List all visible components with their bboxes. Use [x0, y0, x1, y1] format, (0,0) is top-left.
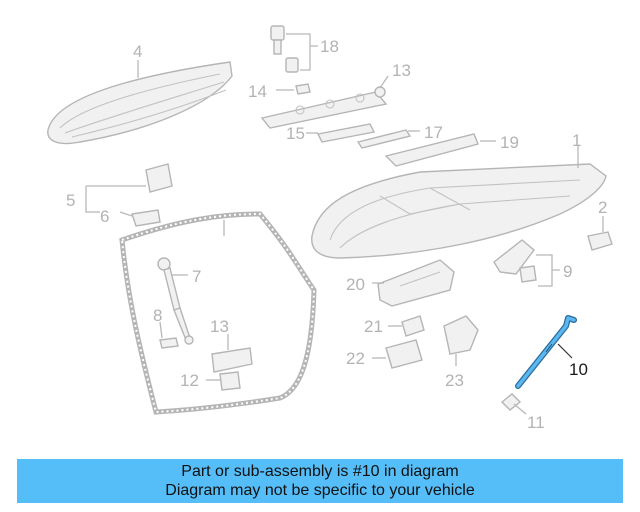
part-18-strip[interactable] [384, 133, 479, 167]
callout-18: 19 [500, 133, 519, 152]
callout-15: 15 [286, 124, 305, 143]
callout-5: 5 [66, 191, 75, 210]
part-17-plate[interactable] [356, 129, 412, 149]
callout-1: 1 [572, 131, 581, 150]
banner-line-1: Part or sub-assembly is #10 in diagram [181, 463, 459, 480]
callout-9: 9 [563, 262, 572, 281]
part-1-liftgate-glass[interactable] [311, 163, 607, 259]
part-4-spoiler[interactable] [47, 61, 233, 145]
callout-7: 7 [192, 267, 201, 286]
callout-2: 2 [598, 198, 607, 217]
part-11-clip[interactable] [500, 393, 522, 411]
callout-12: 12 [180, 371, 199, 390]
banner-line-2: Diagram may not be specific to your vehi… [165, 482, 475, 499]
part-2-bracket[interactable] [587, 231, 613, 251]
part-23-cover[interactable] [443, 315, 479, 355]
part-13-latch[interactable] [211, 347, 253, 373]
callout-20: 20 [346, 275, 365, 294]
part-10-rod[interactable] [515, 315, 577, 389]
part-9-hinge[interactable] [493, 239, 537, 283]
part-22-actuator[interactable] [385, 339, 423, 369]
info-banner: Part or sub-assembly is #10 in diagram D… [17, 459, 623, 503]
part-14-hinge[interactable] [260, 86, 388, 129]
part-16-clip[interactable] [295, 83, 311, 95]
callout-8: 8 [153, 306, 162, 325]
callout-13: 13 [210, 317, 229, 336]
callout-17: 17 [424, 123, 443, 142]
part-15-strip[interactable] [316, 123, 376, 143]
callout-11: 11 [527, 413, 545, 432]
part-8-stud[interactable] [159, 337, 179, 349]
part-20-latch-assembly[interactable] [377, 259, 455, 307]
callout-19: 18 [320, 37, 339, 56]
callout-4: 4 [133, 42, 142, 61]
parts-diagram: 4 18 14 13 15 17 19 1 2 [47, 25, 613, 432]
callout-6: 6 [100, 207, 109, 226]
part-21-clip[interactable] [401, 315, 425, 337]
callout-21: 21 [364, 317, 383, 336]
callout-14: 13 [392, 61, 411, 80]
part-7-strut[interactable] [157, 257, 194, 345]
callout-23: 23 [445, 371, 464, 390]
part-12-striker[interactable] [219, 371, 241, 391]
callout-10: 10 [569, 360, 588, 379]
callout-22: 22 [346, 349, 365, 368]
part-weatherstrip[interactable] [119, 211, 317, 415]
part-5-hinge[interactable] [145, 163, 173, 193]
callout-16: 14 [248, 82, 267, 101]
part-19-bolt[interactable] [270, 25, 299, 73]
part-6-bracket[interactable] [131, 209, 161, 227]
